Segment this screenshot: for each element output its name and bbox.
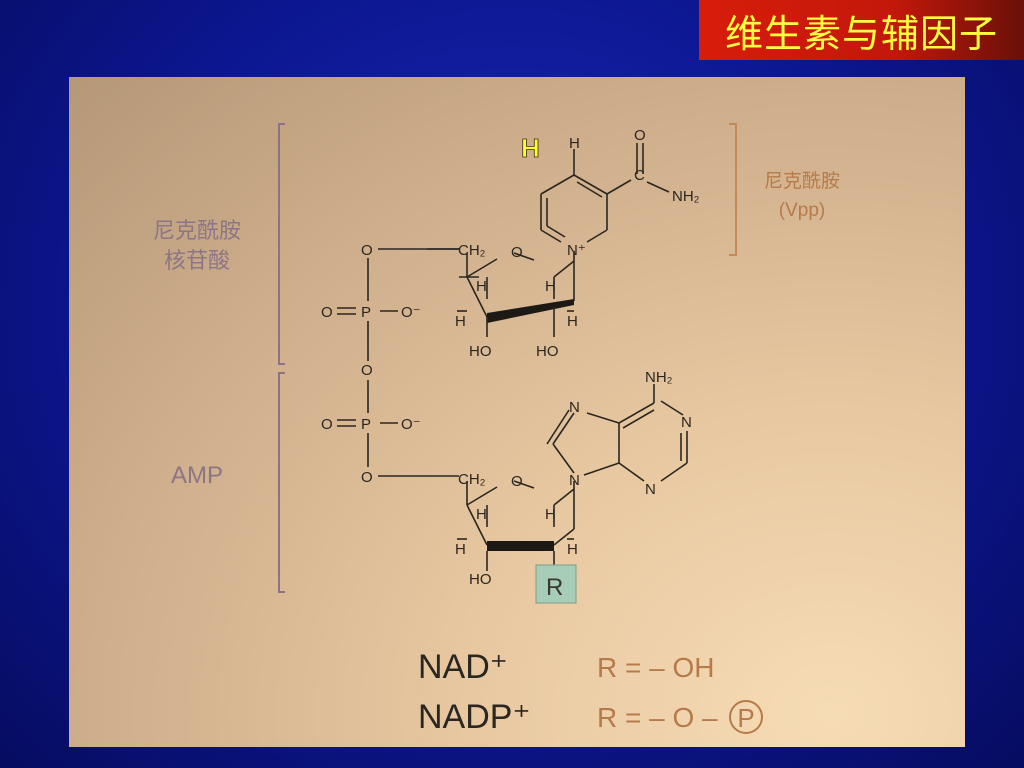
atom-ho-upper-1: HO bbox=[469, 343, 492, 360]
atom-n7-adenine: N bbox=[569, 399, 580, 416]
atom-n-plus: N⁺ bbox=[567, 242, 586, 259]
atom-h-lower-3: H bbox=[455, 541, 466, 558]
legend-nad-r: R = – OH bbox=[597, 652, 714, 683]
atom-ch2-lower: CH₂ bbox=[458, 471, 486, 488]
atom-ho-lower: HO bbox=[469, 571, 492, 588]
slide-title-box: 维生素与辅因子 bbox=[699, 0, 1024, 60]
atom-n9-adenine: N bbox=[569, 472, 580, 489]
label-nicotinamide-nucleotide-line1: 尼克酰胺 bbox=[153, 219, 241, 244]
label-nicotinamide-nucleotide-line2: 核苷酸 bbox=[164, 249, 230, 274]
atom-h-lower-4: H bbox=[567, 541, 578, 558]
adenine-ring bbox=[546, 384, 688, 482]
left-bracket-upper bbox=[278, 123, 285, 365]
phosphate-circle-icon bbox=[729, 700, 763, 734]
legend-phosphate-symbol: P bbox=[737, 703, 754, 733]
atom-o-minus-1: O⁻ bbox=[401, 304, 421, 321]
legend-nad-name: NAD⁺ bbox=[418, 648, 508, 686]
atom-h-upper-1: H bbox=[476, 278, 487, 295]
atom-o-ring-upper: O bbox=[511, 244, 523, 261]
atom-ho-upper-2: HO bbox=[536, 343, 559, 360]
atom-nh2-adenine: NH₂ bbox=[645, 369, 673, 386]
atom-p-1: P bbox=[361, 304, 371, 321]
atom-h-upper-3: H bbox=[455, 313, 466, 330]
nad-structure-diagram: H O C NH₂ N⁺ O CH₂ O H H H H HO HO O P O… bbox=[153, 123, 840, 736]
highlight-hydrogen: H bbox=[521, 133, 540, 163]
r-group-label: R bbox=[546, 574, 563, 601]
atom-ch2-upper: CH₂ bbox=[458, 242, 486, 259]
atom-o-ring-lower: O bbox=[511, 473, 523, 490]
atom-h-upper-4: H bbox=[567, 313, 578, 330]
phosphate-chain bbox=[337, 248, 459, 477]
left-bracket-lower bbox=[278, 372, 285, 593]
atom-n3-adenine: N bbox=[645, 481, 656, 498]
atom-n1-adenine: N bbox=[681, 414, 692, 431]
label-nicotinamide-line2: (Vpp) bbox=[779, 200, 825, 221]
atom-o-lower: O bbox=[361, 469, 373, 486]
atom-o-dbl-2: O bbox=[321, 416, 333, 433]
atom-o-minus-2: O⁻ bbox=[401, 416, 421, 433]
atom-h-lower-2: H bbox=[545, 506, 556, 523]
atom-c-carbonyl: C bbox=[634, 167, 645, 184]
atom-h-ring: H bbox=[569, 135, 580, 152]
atom-h-upper-2: H bbox=[545, 278, 556, 295]
atom-o-carbonyl: O bbox=[634, 127, 646, 144]
nicotinamide-ring bbox=[540, 143, 670, 261]
atom-nh2-amide: NH₂ bbox=[672, 188, 700, 205]
atom-o-dbl-1: O bbox=[321, 304, 333, 321]
atom-h-lower-1: H bbox=[476, 506, 487, 523]
right-bracket bbox=[729, 123, 737, 256]
slide-title: 维生素与辅因子 bbox=[724, 11, 998, 56]
label-nicotinamide-line1: 尼克酰胺 bbox=[764, 170, 840, 192]
legend-nadp-name: NADP⁺ bbox=[418, 698, 530, 736]
atom-o-bridge: O bbox=[361, 362, 373, 379]
atom-o-upper: O bbox=[361, 242, 373, 259]
label-amp: AMP bbox=[171, 462, 223, 489]
r-group-box bbox=[535, 564, 577, 604]
lower-ribose bbox=[457, 480, 575, 571]
diagram-panel: H O C NH₂ N⁺ O CH₂ O H H H H HO HO O P O… bbox=[69, 77, 965, 747]
legend-nadp-r: R = – O – bbox=[597, 702, 718, 733]
atom-p-2: P bbox=[361, 416, 371, 433]
